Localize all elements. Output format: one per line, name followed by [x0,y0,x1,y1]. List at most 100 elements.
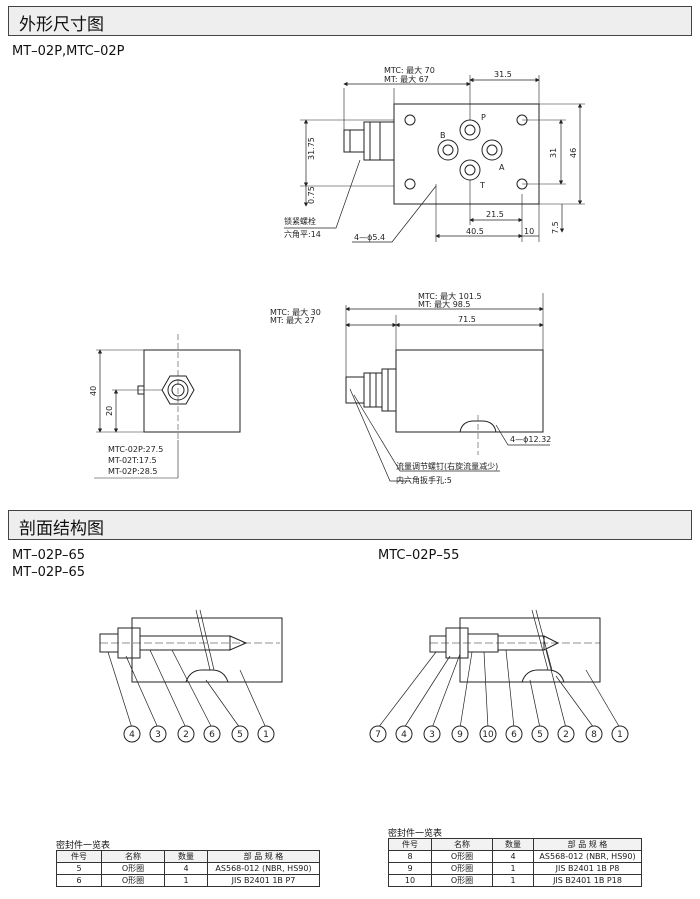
svg-text:5: 5 [237,730,243,740]
top-dim-31-5: 31.5 [494,70,512,79]
table-header-cell: 部 品 规 格 [207,850,320,863]
left-model-label-1: MT–02P–65 [12,548,86,563]
top-dim-10: 10 [524,227,534,236]
side-wrench-note: 内六角扳手孔:5 [396,475,452,485]
table-header-cell: 名称 [101,850,165,863]
table-cell: 1 [164,874,208,887]
side-len-mt: MT: 最大 98.5 [418,299,471,309]
top-dim-46: 46 [569,148,578,158]
right-balloons: 7 4 3 9 10 6 5 2 8 1 [369,725,629,743]
svg-text:1: 1 [263,730,269,740]
table-row: 10 O形圈 1 JIS B2401 1B P18 [388,874,642,887]
left-balloon-5: 5 [231,725,249,743]
svg-text:6: 6 [511,730,517,740]
right-balloon-8: 8 [585,725,603,743]
svg-text:9: 9 [457,730,463,740]
table-row: 8 O形圈 4 AS568-012 (NBR, HS90) [388,850,642,863]
table-cell: 1 [492,862,534,875]
svg-text:1: 1 [617,730,623,740]
front-note-3: MT-02P:28.5 [108,467,157,476]
left-balloon-6: 6 [203,725,221,743]
table-header-cell: 件号 [56,850,102,863]
table-cell: AS568-012 (NBR, HS90) [533,850,642,863]
port-a-label: A [499,163,505,172]
svg-text:2: 2 [183,730,189,740]
front-view-body [143,349,241,433]
table-cell: O形圈 [101,874,165,887]
table-header-row: 件号 名称 数量 部 品 规 格 [388,838,642,851]
right-model-label: MTC–02P–55 [378,548,460,563]
left-section-drawing: 4 3 2 6 5 1 [99,609,283,743]
outline-model-label: MT–02P,MTC–02P [12,44,125,59]
right-balloon-9: 9 [451,725,469,743]
table-cell: O形圈 [431,850,493,863]
top-len-mt: MT: 最大 67 [384,74,429,84]
left-balloon-4: 4 [123,725,141,743]
table-cell: O形圈 [431,874,493,887]
seal-table-right-title: 密封件一览表 [388,829,443,839]
table-cell: 6 [56,874,102,887]
table-cell: JIS B2401 1B P18 [533,874,642,887]
table-cell: 5 [56,862,102,875]
right-balloon-4: 4 [395,725,413,743]
outline-section-title: 外形尺寸图 [19,15,104,35]
table-cell: JIS B2401 1B P7 [207,874,320,887]
svg-text:8: 8 [591,730,597,740]
table-cell: O形圈 [431,862,493,875]
front-note-2: MT-02T:17.5 [108,456,157,465]
left-model-label-2: MT–02P–65 [12,565,86,580]
svg-text:4: 4 [129,730,135,740]
table-header-cell: 部 品 规 格 [533,838,642,851]
svg-text:2: 2 [563,730,569,740]
right-balloon-2: 2 [557,725,575,743]
right-balloon-6: 6 [505,725,523,743]
seal-table-left: 件号 名称 数量 部 品 规 格 5 O形圈 4 AS568-012 (NBR,… [56,850,320,887]
front-dim-20: 20 [105,406,114,416]
top-len-mtc: MTC: 最大 70 [384,65,435,75]
outline-section-header: 外形尺寸图 [8,6,692,36]
top-view-drawing: MTC: 最大 70 MT: 最大 67 31.5 31.75 0.75 31 … [284,65,585,243]
table-row: 9 O形圈 1 JIS B2401 1B P8 [388,862,642,875]
svg-text:7: 7 [375,730,381,740]
front-view-hex-nut [161,375,195,405]
top-dim-7-5: 7.5 [551,221,560,234]
side-view-adjust-screw [345,376,365,404]
top-dim-21-5: 21.5 [486,210,504,219]
section-view-header: 剖面结构图 [8,510,692,540]
port-t-label: T [479,181,485,190]
left-balloon-3: 3 [149,725,167,743]
port-b-label: B [440,131,446,140]
section-view-title: 剖面结构图 [19,519,104,539]
top-dim-40-5: 40.5 [466,227,484,236]
table-cell: AS568-012 (NBR, HS90) [207,862,320,875]
svg-text:5: 5 [537,730,543,740]
hex-label: 六角平:14 [284,229,321,239]
seal-table-right: 件号 名称 数量 部 品 规 格 8 O形圈 4 AS568-012 (NBR,… [388,838,642,887]
table-row: 6 O形圈 1 JIS B2401 1B P7 [56,874,320,887]
right-balloon-7: 7 [369,725,387,743]
side-holes-label: 4—ϕ12.32 [510,435,551,444]
left-balloons: 4 3 2 6 5 1 [123,725,275,743]
top-dim-31-75: 31.75 [307,137,316,160]
right-balloon-5: 5 [531,725,549,743]
table-header-cell: 数量 [164,850,208,863]
lock-bolt-label: 锁紧螺栓 [284,216,316,226]
front-len-mt: MT: 最大 27 [270,315,315,325]
front-len-mtc: MTC: 最大 30 [270,307,321,317]
right-section-body [459,617,601,683]
table-cell: 9 [388,862,432,875]
table-header-row: 件号 名称 数量 部 品 规 格 [56,850,320,863]
left-balloon-1: 1 [257,725,275,743]
table-cell: JIS B2401 1B P8 [533,862,642,875]
table-cell: O形圈 [101,862,165,875]
svg-text:4: 4 [401,730,407,740]
right-balloon-10: 10 [479,725,497,743]
right-balloon-3: 3 [423,725,441,743]
svg-text:6: 6 [209,730,215,740]
side-len-mtc: MTC: 最大 101.5 [418,291,482,301]
svg-text:3: 3 [155,730,161,740]
table-cell: 8 [388,850,432,863]
front-view-drawing: 40 20 MTC-02P:27.5 MT-02T:17.5 MT-02P:28… [89,334,241,479]
top-dim-0-75: 0.75 [307,186,316,204]
right-balloon-1: 1 [611,725,629,743]
